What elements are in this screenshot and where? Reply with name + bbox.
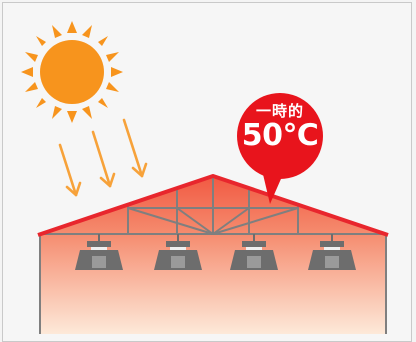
hanging-lamp-icon — [230, 234, 278, 270]
hanging-lamp-icon — [154, 234, 202, 270]
lamp-row — [75, 234, 356, 270]
badge-temperature-value: 50℃ — [241, 118, 319, 153]
hanging-lamp-icon — [308, 234, 356, 270]
sun-icon — [21, 21, 123, 123]
badge-label: 一時的 — [255, 102, 304, 120]
greenhouse — [37, 174, 389, 334]
temperature-badge — [237, 93, 323, 204]
hanging-lamp-icon — [75, 234, 123, 270]
roof-line — [37, 174, 389, 237]
roof-truss — [39, 178, 387, 334]
greenhouse-heat-illustration — [21, 21, 389, 334]
heat-ray-icon — [58, 118, 148, 197]
temperature-badge-text: 一時的 50℃ — [236, 104, 324, 151]
